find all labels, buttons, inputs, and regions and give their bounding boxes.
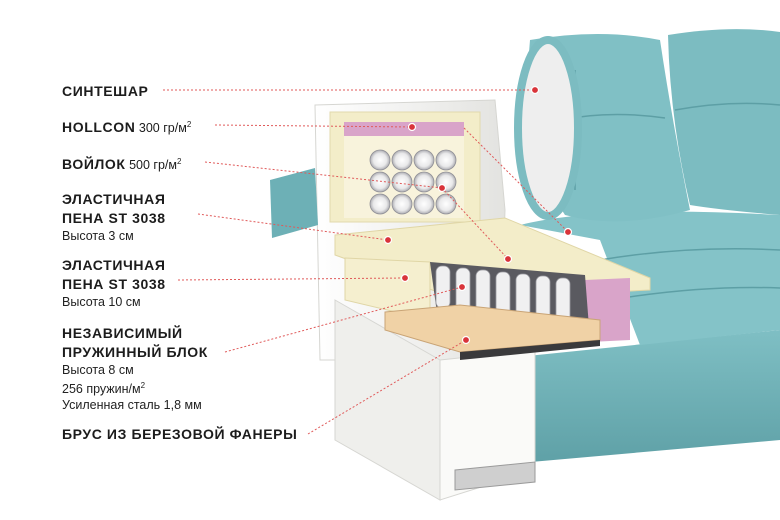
- label-spring-count: 256 пружин/м: [62, 382, 141, 397]
- dot-hollcon: [407, 122, 417, 132]
- label-voilok-density: 500 гр/м: [129, 158, 177, 173]
- dot-voilok: [437, 183, 447, 193]
- label-voilok-title: ВОЙЛОК: [62, 156, 126, 173]
- label-hollcon-title: HOLLCON: [62, 119, 136, 136]
- armrest-bolster: [270, 168, 318, 238]
- armrest-springs: [369, 149, 457, 215]
- label-spring-count-sup: 2: [140, 381, 146, 390]
- label-brus-title: БРУС ИЗ БЕРЕЗОВОЙ ФАНЕРЫ: [62, 426, 298, 442]
- label-spring-height: Высота 8 см: [62, 363, 134, 377]
- label-hollcon-sup: 2: [186, 120, 192, 129]
- sintepon-section: [514, 36, 582, 220]
- label-foam-10cm: ЭЛАСТИЧНАЯ ПЕНА ST 3038 Высота 10 см: [62, 256, 166, 310]
- label-foam-10cm-height: Высота 10 см: [62, 295, 141, 309]
- hollcon-layer: [344, 122, 464, 136]
- label-sintepon: СИНТЕШАР: [62, 82, 149, 101]
- dot-brus: [461, 335, 471, 345]
- dot-seat-hollcon: [563, 227, 573, 237]
- dot-spring: [457, 282, 467, 292]
- label-spring-block: НЕЗАВИСИМЫЙ ПРУЖИННЫЙ БЛОК Высота 8 см 2…: [62, 324, 208, 413]
- label-sintepon-title: СИНТЕШАР: [62, 83, 149, 99]
- label-spring-line1: НЕЗАВИСИМЫЙ: [62, 325, 183, 341]
- label-spring-line2: ПРУЖИННЫЙ БЛОК: [62, 344, 208, 360]
- label-spring-count-row: 256 пружин/м2: [62, 378, 208, 397]
- sofa-leg: [454, 461, 536, 491]
- dot-seat-voilok: [503, 254, 513, 264]
- label-hollcon-density: 300 гр/м: [138, 121, 187, 136]
- label-hollcon: HOLLCON 300 гр/м2: [62, 117, 191, 136]
- label-foam-3cm-line1: ЭЛАСТИЧНАЯ: [62, 191, 166, 207]
- label-foam-10cm-line1: ЭЛАСТИЧНАЯ: [62, 257, 166, 273]
- label-foam-3cm-line2: ПЕНА ST 3038: [62, 210, 166, 226]
- label-voilok: ВОЙЛОК 500 гр/м2: [62, 154, 181, 173]
- back-cushion-right: [668, 29, 780, 216]
- label-foam-3cm-height: Высота 3 см: [62, 229, 134, 243]
- label-voilok-sup: 2: [176, 157, 182, 166]
- label-spring-steel: Усиленная сталь 1,8 мм: [62, 398, 202, 413]
- label-foam-3cm: ЭЛАСТИЧНАЯ ПЕНА ST 3038 Высота 3 см: [62, 190, 166, 244]
- label-foam-10cm-line2: ПЕНА ST 3038: [62, 276, 166, 292]
- label-brus: БРУС ИЗ БЕРЕЗОВОЙ ФАНЕРЫ: [62, 425, 297, 444]
- dot-sintepon: [530, 85, 540, 95]
- dot-foam2: [400, 273, 410, 283]
- dot-foam1: [383, 235, 393, 245]
